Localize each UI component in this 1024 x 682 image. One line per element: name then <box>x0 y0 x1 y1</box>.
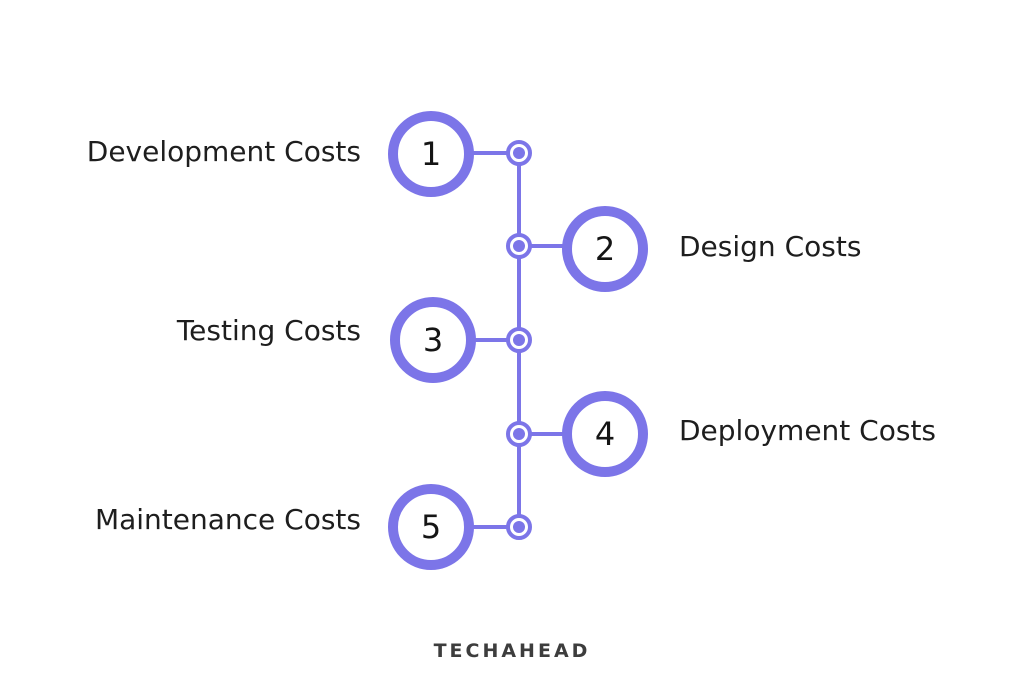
timeline-dot-4 <box>506 421 532 447</box>
node-label-development-costs: Development Costs <box>86 135 361 168</box>
node-circle-5: 5 <box>388 484 474 570</box>
node-circle-2: 2 <box>562 206 648 292</box>
node-number-4: 4 <box>594 415 616 453</box>
timeline-dot-5 <box>506 514 532 540</box>
node-circle-3: 3 <box>390 297 476 383</box>
node-number-2: 2 <box>594 230 616 268</box>
connector-line-2 <box>529 244 565 248</box>
node-circle-4: 4 <box>562 391 648 477</box>
timeline-dot-2 <box>506 233 532 259</box>
node-label-maintenance-costs: Maintenance Costs <box>94 503 361 536</box>
connector-line-1 <box>470 151 510 155</box>
node-number-1: 1 <box>420 135 442 173</box>
timeline-dot-3 <box>506 327 532 353</box>
connector-line-5 <box>471 525 510 529</box>
techahead-logo: TECHAHEAD <box>433 640 591 662</box>
node-number-5: 5 <box>420 508 442 546</box>
node-label-testing-costs: Testing Costs <box>176 314 361 347</box>
connector-line-4 <box>529 432 565 436</box>
connector-line-3 <box>472 338 510 342</box>
node-label-deployment-costs: Deployment Costs <box>679 414 937 447</box>
node-circle-1: 1 <box>388 111 474 197</box>
node-number-3: 3 <box>422 321 444 359</box>
timeline-dot-1 <box>506 140 532 166</box>
node-label-design-costs: Design Costs <box>679 230 862 263</box>
